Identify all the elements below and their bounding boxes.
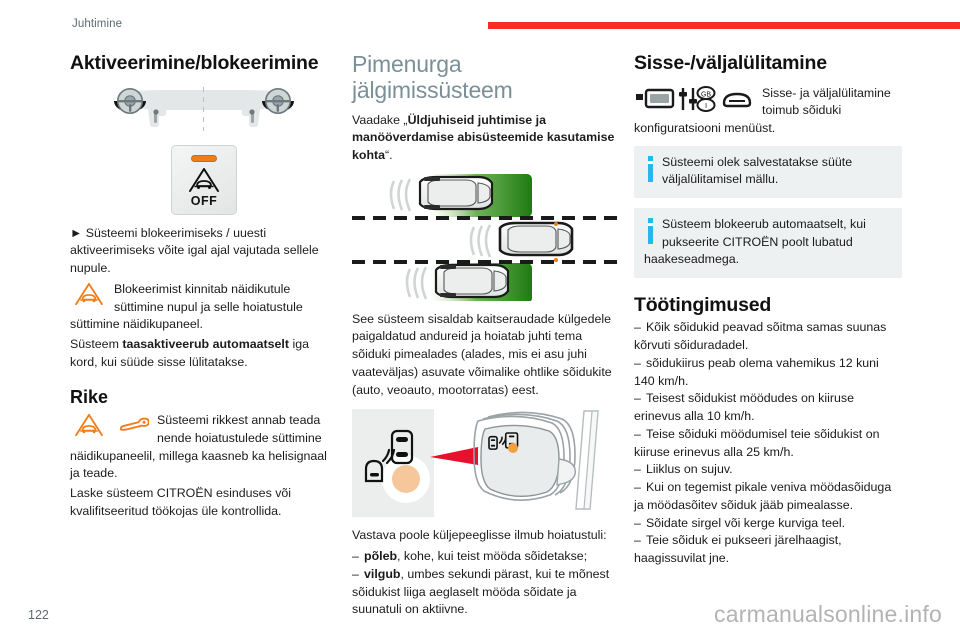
menu-path-paragraph: GB I Sisse- ja väljalülitamine toimub sõ… — [634, 85, 902, 138]
svg-text:I: I — [705, 101, 707, 110]
condition-2: Teisest sõidukist möödudes on kiiruse er… — [634, 391, 854, 424]
display-icon — [636, 93, 643, 100]
blind-spot-monitoring-title: Pimenurga jälgimissüsteem — [352, 51, 513, 103]
reactivation-pre: Süsteem — [70, 337, 123, 352]
info-icon — [648, 155, 653, 182]
vehicle-top — [389, 175, 494, 212]
menu-path-text: Sisse- ja väljalülitamine toimub sõiduki… — [634, 85, 891, 136]
blind-spot-warning-icon — [72, 413, 106, 437]
activation-paragraph: ► Süsteemi blokeerimiseks / uuesti aktiv… — [70, 225, 319, 276]
bullet-1-rest: , umbes sekundi pärast, kui te mõnest sõ… — [352, 566, 610, 617]
bullet-0-rest: , kohe, kui teist mööda sõidetakse; — [397, 549, 588, 564]
car-front-icon — [722, 92, 752, 107]
page-title: Aktiveerimine/blokeerimine — [70, 52, 319, 74]
page-number: 122 — [28, 608, 49, 622]
service-wrench-icon — [117, 413, 149, 437]
figure-mirror-warning — [352, 407, 620, 519]
condition-5: Kui on tegemist pikale veniva möödasõidu… — [634, 480, 892, 512]
svg-text:GB: GB — [701, 91, 711, 98]
list-item: –Teie sõiduk ei pukseeri järelhaagist, h… — [634, 533, 842, 566]
info-icon — [648, 218, 653, 245]
on-off-heading: Sisse-/väljalülitamine — [634, 52, 827, 74]
fault-paragraph: Süsteemi rikkest annab teada nende hoiat… — [70, 412, 338, 483]
bullet-0-bold: põleb — [364, 549, 398, 564]
operating-conditions-list: –Kõik sõidukid peavad sõitma samas suuna… — [634, 319, 902, 567]
callout-arrow — [430, 447, 478, 466]
list-item: –Sõidate sirgel või kerge kurviga teel. — [634, 515, 846, 530]
blind-spot-off-button[interactable]: OFF — [171, 144, 237, 215]
column-left: Aktiveerimine/blokeerimine — [70, 52, 338, 524]
warning-light-list: –põleb, kohe, kui teist mööda sõidetakse… — [352, 548, 620, 619]
breadcrumb: Juhtimine — [72, 18, 123, 30]
blind-spot-diagram — [352, 173, 620, 301]
see-also-paragraph: Vaadake „Üldjuhiseid juhtimise ja manööv… — [352, 112, 620, 165]
info-box-memory-text: Süsteemi olek salvestatakse süüte väljal… — [662, 154, 853, 187]
figure-blind-spot-zones — [352, 171, 620, 301]
button-off-label: OFF — [190, 193, 218, 208]
operating-conditions-heading: Töötingimused — [634, 293, 772, 316]
condition-0: Kõik sõidukid peavad sõitma samas suunas… — [634, 320, 887, 353]
blind-spot-symbol-icon — [187, 167, 221, 193]
button-led-indicator — [191, 154, 217, 162]
condition-6: Sõidate sirgel või kerge kurviga teel. — [646, 515, 846, 530]
condition-3: Teise sõiduki möödumisel teie sõidukist … — [634, 426, 880, 459]
blocking-confirm-paragraph: Blokeerimist kinnitab näidikutule süttim… — [70, 281, 338, 334]
list-item: –Kõik sõidukid peavad sõitma samas suuna… — [634, 320, 887, 353]
reactivation-paragraph: Süsteem taasaktiveerub automaatselt iga … — [70, 336, 338, 371]
list-item: –sõidukiirus peab olema vahemikus 12 kun… — [634, 355, 879, 388]
condition-7: Teie sõiduk ei pukseeri järelhaagist, ha… — [634, 533, 842, 566]
mirror-illustration — [352, 409, 599, 518]
menu-icon-group: GB I — [636, 85, 754, 112]
list-item: –Teisest sõidukist möödudes on kiiruse e… — [634, 391, 854, 424]
condition-1: sõidukiirus peab olema vahemikus 12 kuni… — [634, 355, 879, 388]
list-item: –Liiklus on sujuv. — [634, 462, 733, 477]
warning-light-intro: Vastava poole küljepeeglisse ilmub hoiat… — [352, 528, 607, 543]
figure-steering-wheels — [70, 85, 338, 135]
column-middle: Pimenurga jälgimissüsteem Vaadake „Üldju… — [352, 51, 620, 619]
reactivation-post: iga kord, kui süüde sisse lülitatakse. — [70, 337, 309, 369]
reactivation-bold: taasaktiveerub automaatselt — [122, 337, 290, 352]
list-item: –Teise sõiduki möödumisel teie sõidukist… — [634, 426, 880, 459]
list-item: –vilgub, umbes sekundi pärast, kui te mõ… — [352, 566, 610, 617]
info-box-towing-text: Süsteem blokeerub automaatselt, kui puks… — [644, 217, 866, 267]
list-item: –põleb, kohe, kui teist mööda sõidetakse… — [352, 549, 588, 564]
page-header: Juhtimine — [0, 18, 960, 34]
fault-heading: Rike — [70, 387, 109, 408]
bullet-1-bold: vilgub — [364, 566, 401, 581]
header-red-rule — [488, 22, 960, 29]
site-watermark: carmanualsonline.info — [714, 601, 942, 627]
fault-text: Süsteemi rikkest annab teada nende hoiat… — [70, 413, 327, 481]
steering-wheels-illustration — [114, 87, 294, 127]
vehicle-own — [469, 221, 574, 262]
column-right: Sisse-/väljalülitamine — [634, 52, 902, 568]
blind-spot-warning-icon — [72, 282, 106, 306]
info-box-towing: Süsteem blokeerub automaatselt, kui puks… — [634, 208, 902, 278]
figure-dash-button: OFF — [70, 144, 338, 215]
see-also-post: “. — [385, 147, 393, 162]
condition-4: Liiklus on sujuv. — [646, 462, 733, 477]
list-item: –Kui on tegemist pikale veniva möödasõid… — [634, 480, 892, 512]
see-also-bold: Üldjuhiseid juhtimise ja manööverdamise … — [352, 112, 615, 162]
see-also-pre: Vaadake „ — [352, 112, 408, 127]
vehicle-bottom — [405, 263, 510, 300]
system-description-paragraph: See süsteem sisaldab kaitseraudade külge… — [352, 311, 612, 397]
service-paragraph: Laske süsteem CITROËN esinduses või kval… — [70, 486, 292, 518]
blocking-confirm-text: Blokeerimist kinnitab näidikutule süttim… — [70, 281, 303, 332]
info-box-memory: Süsteemi olek salvestatakse süüte väljal… — [634, 145, 902, 199]
mirror-warning-lamp — [508, 443, 518, 454]
figure-divider — [203, 86, 204, 131]
